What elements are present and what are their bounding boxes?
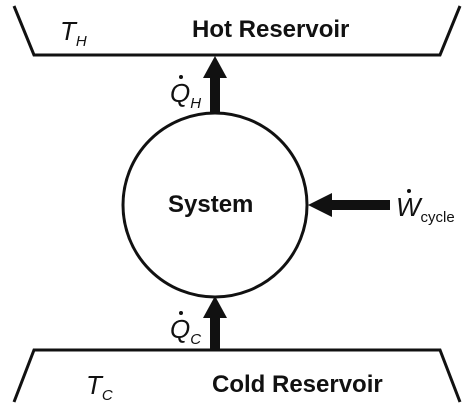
heat-cold-label: QC xyxy=(170,311,202,348)
work-input-arrow xyxy=(308,193,390,217)
heat-hot-label: QH xyxy=(170,75,202,112)
hot-reservoir-boundary xyxy=(12,5,462,57)
hot-temperature-label: TH xyxy=(60,16,87,50)
system-label: System xyxy=(168,191,254,218)
hot-reservoir-label: Hot Reservoir xyxy=(192,16,350,43)
heat-from-cold-arrow xyxy=(203,296,227,350)
cold-reservoir-label: Cold Reservoir xyxy=(212,371,383,398)
cold-reservoir-boundary xyxy=(12,348,462,403)
heat-to-hot-arrow xyxy=(203,56,227,114)
work-label: Wcycle xyxy=(396,189,455,226)
cold-temperature-label: TC xyxy=(86,370,113,404)
